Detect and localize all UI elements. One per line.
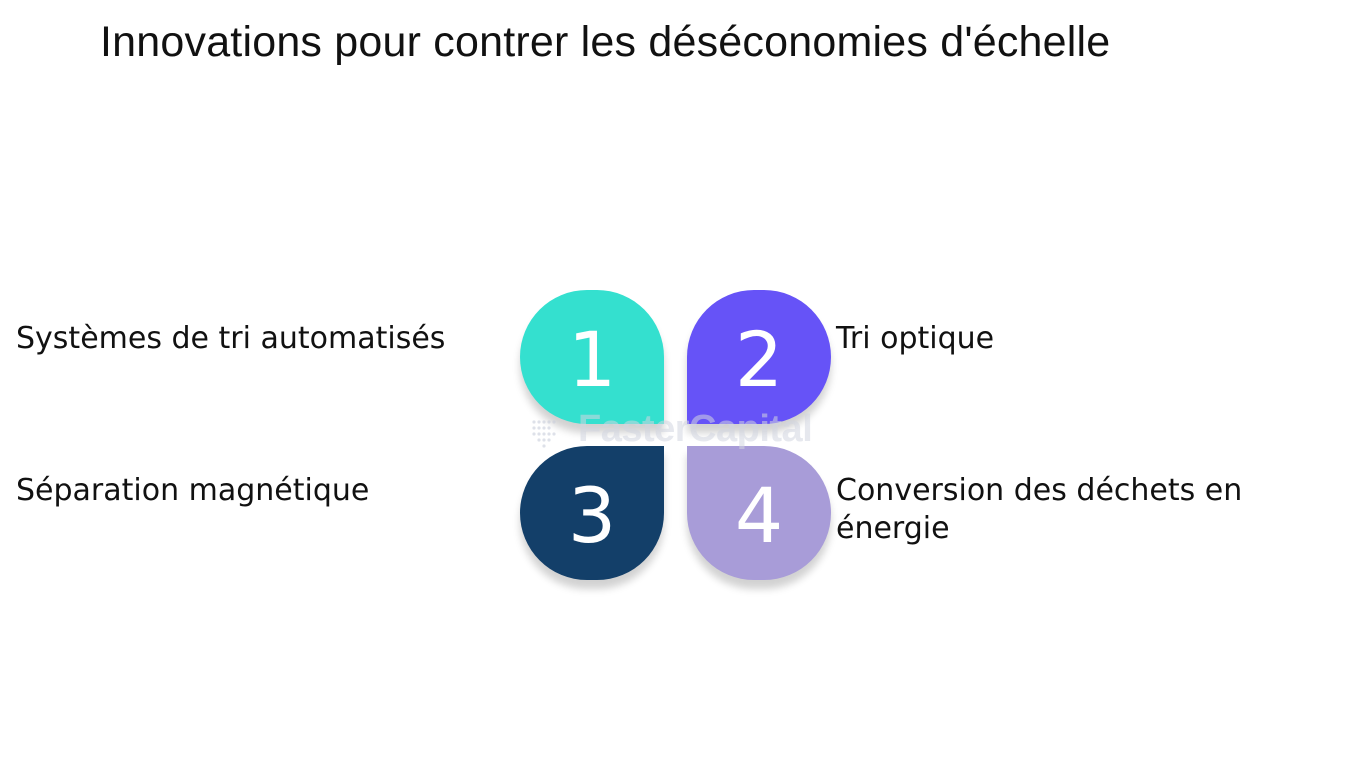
petal-4: 4	[687, 446, 831, 580]
item-2-label: Tri optique	[836, 321, 995, 356]
item-4-label: Conversion des déchets en énergie	[836, 473, 1243, 546]
watermark: FasterCapital	[528, 408, 828, 458]
petal-1: 1	[520, 290, 664, 424]
petal-2: 2	[687, 290, 831, 424]
petal-4-number: 4	[734, 470, 784, 560]
petal-1-number: 1	[567, 314, 617, 404]
fastercapital-logo-icon	[532, 420, 556, 448]
petal-2-number: 2	[734, 314, 784, 404]
petal-3: 3	[520, 446, 664, 580]
diagram-title: Innovations pour contrer les déséconomie…	[100, 18, 1111, 66]
item-1-label: Systèmes de tri automatisés	[16, 321, 446, 356]
watermark-text: FasterCapital	[578, 408, 813, 450]
item-3-label: Séparation magnétique	[16, 473, 370, 508]
petal-3-number: 3	[567, 470, 617, 560]
